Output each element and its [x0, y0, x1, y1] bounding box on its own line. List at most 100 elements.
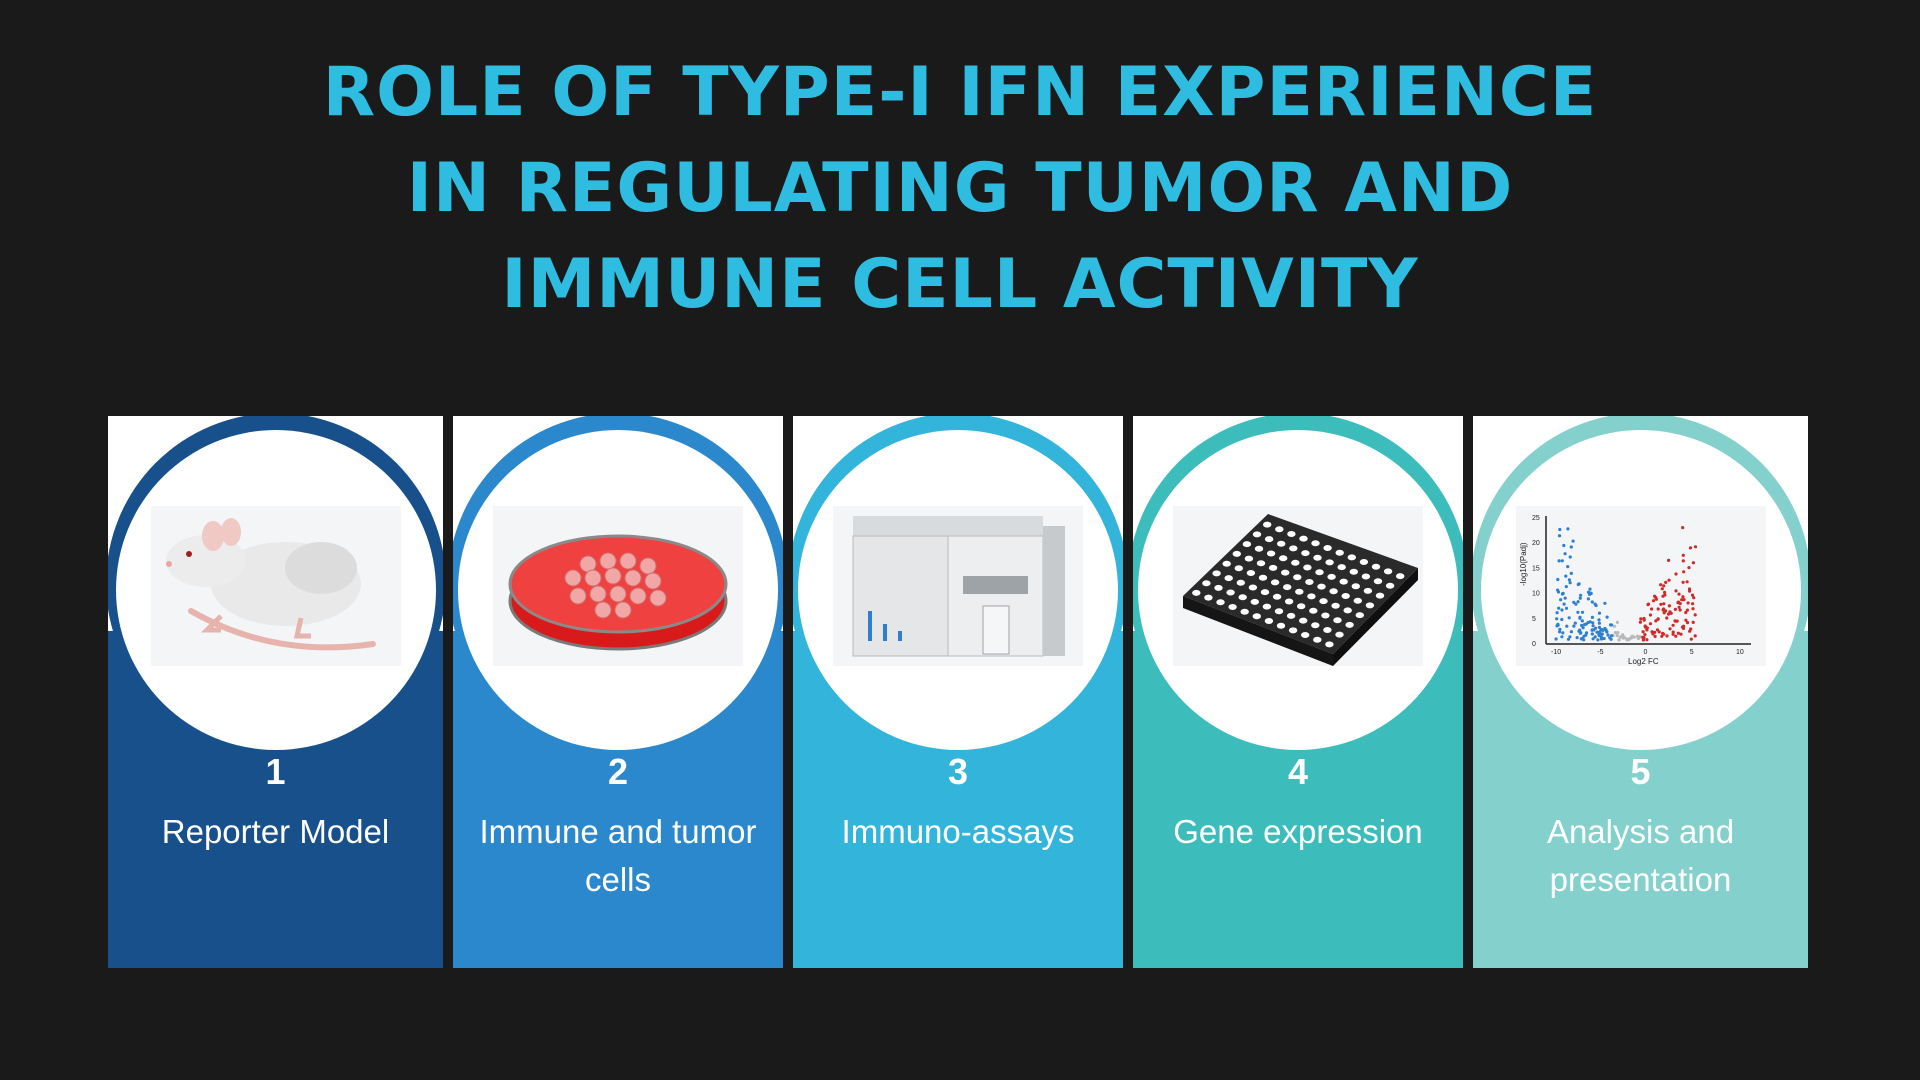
volcano-point: [1658, 602, 1662, 606]
volcano-y-tick: 5: [1532, 616, 1536, 623]
well: [1274, 608, 1284, 615]
well: [1317, 583, 1326, 590]
volcano-point: [1649, 607, 1653, 611]
well: [1335, 631, 1344, 638]
volcano-point: [1586, 597, 1590, 601]
well: [1216, 599, 1225, 606]
volcano-point: [1681, 553, 1685, 557]
volcano-y-tick: 10: [1532, 591, 1540, 598]
step-card-1: 1 Reporter Model: [108, 416, 443, 968]
well: [1244, 555, 1254, 562]
volcano-point: [1589, 591, 1593, 596]
volcano-point: [1642, 618, 1646, 622]
volcano-point: [1645, 626, 1649, 630]
well: [1341, 593, 1350, 599]
volcano-point: [1602, 601, 1606, 605]
step-number-2: 2: [607, 751, 629, 792]
well: [1212, 570, 1221, 577]
volcano-point: [1659, 634, 1663, 638]
volcano-point: [1681, 580, 1685, 584]
well-plate-icon: [1173, 506, 1423, 666]
well: [1256, 560, 1266, 567]
volcano-point: [1661, 608, 1665, 612]
well: [1266, 550, 1276, 557]
volcano-point: [1651, 599, 1655, 603]
volcano-point: [1662, 590, 1666, 594]
volcano-point: [1612, 624, 1616, 628]
well: [1343, 607, 1352, 614]
volcano-point: [1673, 572, 1678, 576]
volcano-point: [1557, 630, 1561, 634]
volcano-point: [1693, 613, 1697, 617]
volcano-point: [1594, 630, 1599, 634]
volcano-point: [1642, 633, 1646, 637]
volcano-point: [1691, 561, 1695, 565]
volcano-point: [1655, 628, 1659, 632]
volcano-point: [1558, 598, 1562, 602]
volcano-point: [1554, 624, 1559, 628]
volcano-point: [1559, 608, 1564, 612]
volcano-point: [1556, 606, 1560, 610]
volcano-point: [1590, 615, 1594, 619]
volcano-point: [1557, 559, 1561, 563]
volcano-point: [1554, 637, 1558, 641]
page-title: ROLE OF TYPE-I IFN EXPERIENCE IN REGULAT…: [0, 45, 1920, 333]
volcano-point: [1683, 618, 1687, 622]
volcano-point: [1578, 596, 1582, 600]
well: [1291, 559, 1300, 566]
volcano-point: [1673, 589, 1678, 593]
volcano-point: [1673, 634, 1677, 638]
volcano-point: [1559, 635, 1563, 639]
volcano-point: [1677, 605, 1681, 609]
volcano-point: [1681, 559, 1685, 563]
well: [1277, 540, 1286, 547]
volcano-point: [1688, 546, 1692, 550]
volcano-point: [1660, 587, 1664, 591]
well: [1365, 602, 1375, 609]
volcano-point: [1638, 620, 1642, 624]
step-card-3: 3 Immuno-assays: [793, 416, 1123, 968]
volcano-point: [1630, 634, 1634, 638]
well: [1250, 598, 1259, 605]
well: [1373, 578, 1383, 585]
volcano-point: [1602, 626, 1606, 631]
well: [1353, 597, 1362, 604]
volcano-point: [1590, 632, 1594, 636]
volcano-point: [1681, 626, 1685, 630]
title-line-2: IN REGULATING TUMOR AND: [406, 149, 1514, 228]
volcano-point: [1599, 637, 1603, 641]
volcano-point: [1600, 628, 1604, 632]
volcano-x-tick: -10: [1551, 649, 1561, 656]
volcano-point: [1652, 594, 1656, 598]
volcano-point: [1571, 624, 1575, 628]
volcano-point: [1660, 631, 1664, 635]
well: [1329, 588, 1338, 595]
well: [1236, 579, 1245, 586]
petri-dish-icon: [493, 506, 743, 666]
well: [1252, 531, 1262, 538]
volcano-point: [1576, 600, 1580, 604]
volcano-point: [1569, 630, 1573, 634]
volcano-point: [1676, 592, 1681, 596]
well: [1275, 526, 1284, 533]
volcano-point: [1557, 627, 1561, 631]
volcano-point: [1662, 593, 1666, 597]
volcano-point: [1680, 595, 1684, 599]
well: [1281, 569, 1290, 576]
volcano-point: [1638, 617, 1642, 621]
volcano-point: [1645, 603, 1650, 607]
volcano-point: [1560, 559, 1564, 563]
volcano-point: [1602, 636, 1606, 641]
volcano-point: [1661, 602, 1665, 606]
well: [1311, 622, 1320, 629]
well: [1325, 641, 1334, 648]
volcano-point: [1569, 545, 1573, 549]
well: [1359, 559, 1369, 565]
volcano-point: [1616, 638, 1621, 642]
volcano-point: [1613, 631, 1617, 635]
well: [1305, 579, 1314, 585]
volcano-point: [1563, 552, 1567, 556]
volcano-point: [1649, 630, 1654, 634]
volcano-point: [1580, 619, 1584, 623]
step-card-2: 2 Immune and tumor cells: [453, 416, 783, 968]
